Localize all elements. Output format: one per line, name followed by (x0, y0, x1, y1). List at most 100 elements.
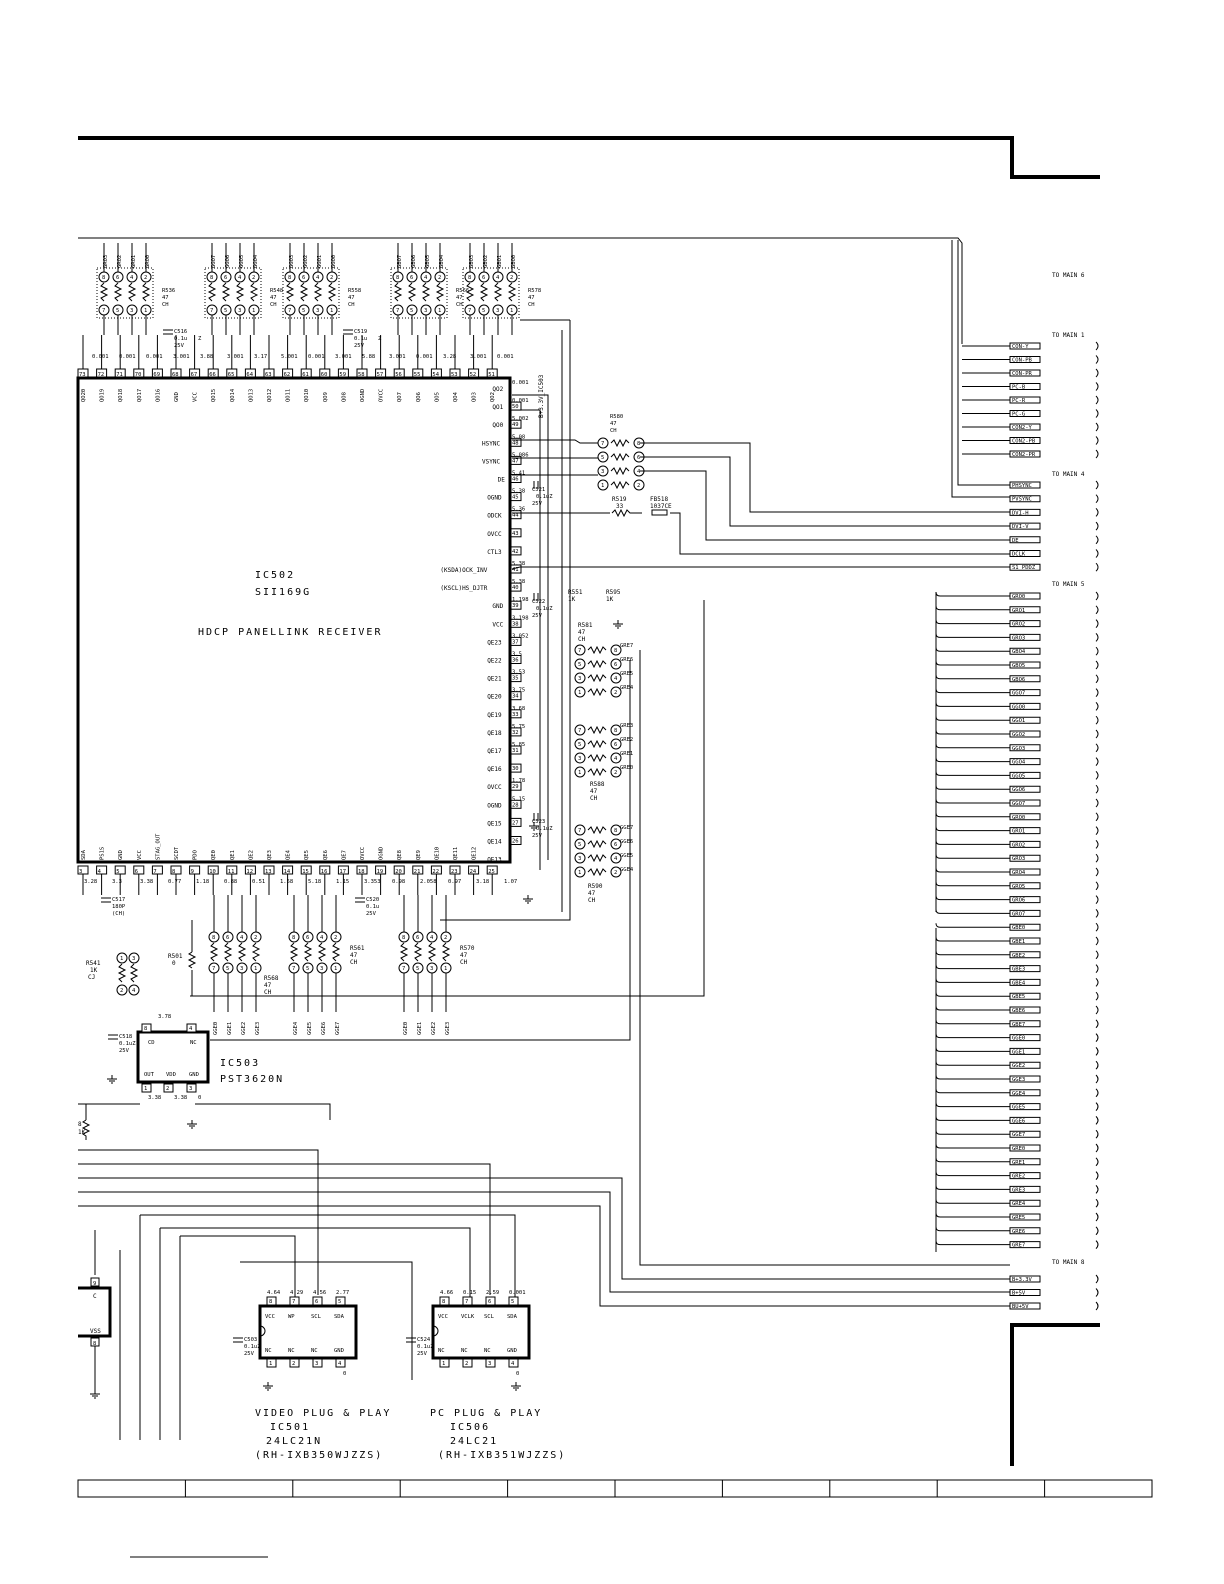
resistor-element (289, 942, 299, 962)
resistor-pin-number: 2 (120, 988, 123, 994)
resistor-pin-number: 6 (226, 935, 229, 941)
resistor-pin-number: 6 (116, 275, 119, 281)
voltage: 3.198 (512, 615, 529, 621)
ic502-pin-name: OGND (487, 802, 502, 809)
resistor-pin (128, 952, 140, 964)
resistor-pin-number: 1 (120, 956, 123, 962)
ic502-pin-name: QO18 (118, 389, 124, 402)
resistor-element (587, 753, 607, 763)
ic502-pin-number: 10 (209, 869, 216, 875)
voltage: 0.001 (416, 354, 433, 360)
ic502-pin-name: VCC (137, 850, 143, 860)
connector-tag (1009, 410, 1041, 417)
ic502-desc: HDCP PANELLINK RECEIVER (198, 627, 382, 638)
ic503-pin-name: OUT (144, 1072, 155, 1078)
voltage: 5.38 (512, 489, 525, 495)
connector-signal: GGE2 (1012, 1063, 1025, 1069)
resistor-pin-number: 7 (396, 308, 399, 314)
ic502-pin-name: (KSDA)OCK_INV (440, 567, 487, 574)
ic502-pin-number: 24 (470, 869, 477, 875)
ic502-pin-name: QO12 (267, 389, 273, 402)
resistor-pin-number: 8 (468, 275, 471, 281)
resistor-net-label: GBO6 (411, 255, 417, 268)
r568-val: 47 (264, 982, 272, 989)
net-label: GGE7 (335, 1022, 341, 1035)
ic502-pin-number: 7 (153, 869, 156, 875)
r570-type: CH (460, 959, 468, 966)
r568-ref: R568 (264, 975, 279, 982)
ic502-pin-name: QO14 (230, 388, 236, 402)
resistor-pin (633, 479, 645, 491)
r561-ref: R561 (350, 945, 365, 952)
voltage: 3.38 (174, 1095, 187, 1101)
eeprom-pin-number: 7 (465, 1299, 468, 1305)
resistor-pin-number: 2 (254, 935, 257, 941)
resistor-pin (116, 984, 128, 996)
resistor-pin-number: 1 (438, 308, 441, 314)
component-labels: R519 33 FB518 1037CE R551 1K R595 1K R58… (78, 374, 672, 1140)
ic502-pin-name: OGND (487, 495, 502, 502)
resistor-element (221, 282, 231, 302)
net-label: GGE3 (255, 1022, 261, 1035)
connector-signal: GRO4 (1012, 870, 1026, 876)
ic502-pin-name: QO5 (434, 392, 440, 402)
net-label: GGE6 (620, 839, 633, 845)
voltage: 0.001 (512, 380, 529, 386)
ic502-part: SII169G (255, 587, 311, 598)
connector-signal: DCLK (1012, 552, 1026, 558)
connector-signal: GBE7 (1012, 1022, 1025, 1028)
resistor-pin (610, 838, 622, 850)
r519-ref: R519 (612, 496, 627, 503)
net-label: GRE7 (620, 643, 633, 649)
ic502-pin-name: QO3 (472, 392, 478, 402)
r501-ref: R501 (168, 953, 183, 960)
resistor-net-label: GRO0 (145, 255, 151, 268)
ic502-pin-name: CTL3 (487, 549, 502, 556)
ic502-pin-name: GND (492, 603, 503, 610)
resistor-element (610, 452, 630, 462)
resistor-pin (610, 852, 622, 864)
ic-left-pin-num-9: 9 (93, 1281, 96, 1287)
r590-type: CH (588, 897, 596, 904)
resistor-net-label: GRO3 (103, 255, 109, 268)
ic502-pin-number: 67 (191, 372, 198, 378)
connector-signal: GGE3 (1012, 1077, 1025, 1083)
connector-signal: GRO0 (1012, 594, 1025, 600)
resistor-pin (610, 724, 622, 736)
resistor-pin (597, 451, 609, 463)
resistor-pin-number: 7 (468, 308, 471, 314)
ic502-pin-box (510, 528, 522, 538)
resistor-element (235, 282, 245, 302)
connector-tag (1009, 1006, 1041, 1014)
ic502-pin-number: 6 (135, 869, 138, 875)
resistor-pin-number: 7 (402, 966, 405, 972)
voltage: 3.052 (512, 633, 529, 639)
resistor-pin-number: 2 (438, 275, 441, 281)
eeprom-pin-name: NC (265, 1348, 272, 1354)
net-label: GGE0 (213, 1022, 219, 1035)
ic502-pin-number: 68 (172, 372, 179, 378)
connector-signal: DVI-V (1012, 524, 1029, 530)
resistor-pin-number: 1 (578, 770, 581, 776)
eeprom-pin-number: 5 (338, 1299, 341, 1305)
ic502-pin-number: 52 (470, 372, 477, 378)
r588-ref: R588 (590, 781, 605, 788)
ic502-pin-number: 22 (432, 869, 439, 875)
connector-tag (1009, 536, 1041, 544)
resistor-pin-number: 8 (292, 935, 295, 941)
ic502-pin-box (510, 582, 522, 592)
ic502-pin-number: 60 (321, 372, 328, 378)
ic502-pin-name: QE23 (487, 639, 502, 646)
ic503-ref: IC503 (220, 1058, 260, 1069)
ic502-pin-number: 9 (191, 869, 194, 875)
resistor-element (113, 282, 123, 302)
ic502-pin-name: QO11 (286, 389, 292, 402)
connector-tag (1009, 965, 1041, 973)
connector-signal: GGE6 (1012, 1118, 1025, 1124)
eeprom-pin-name: NC (288, 1348, 295, 1354)
connector-signal: GGE5 (1012, 1105, 1025, 1111)
connector-group-title: TO MAIN 1 (1052, 332, 1085, 339)
resistor-pin-number: 5 (224, 308, 227, 314)
capacitor-ref: C521 (532, 487, 545, 493)
resistor-pin-number: 3 (240, 966, 243, 972)
